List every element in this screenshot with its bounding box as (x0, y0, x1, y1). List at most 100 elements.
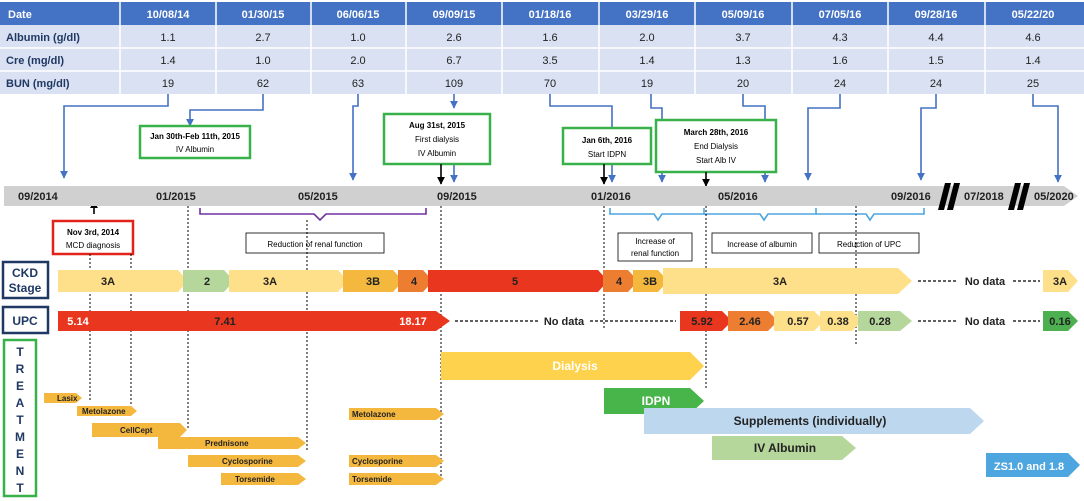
svg-text:IV Albumin: IV Albumin (176, 145, 214, 154)
svg-text:0.38: 0.38 (827, 316, 848, 328)
table-row-labels: Albumin (g/dl)Cre (mg/dl)BUN (mg/dl) (6, 32, 80, 90)
table-cell: 24 (930, 78, 942, 90)
tick-05-2016: 05/2016 (718, 191, 758, 203)
treatment-label-letter: E (16, 379, 24, 393)
table-cell: 3.5 (542, 55, 557, 67)
treatment-label-letter: T (16, 481, 24, 495)
table-cell: 2.0 (639, 32, 654, 44)
svg-text:4: 4 (411, 276, 418, 288)
svg-text:Aug 31st, 2015: Aug 31st, 2015 (409, 121, 466, 130)
connector-07-05-16 (804, 94, 841, 181)
table-date-header: 05/09/16 (722, 9, 765, 21)
table-cell: 20 (737, 78, 749, 90)
table-cell: 1.0 (255, 55, 270, 67)
svg-text:IDPN: IDPN (642, 394, 671, 408)
table-row-label: Albumin (g/dl) (6, 32, 80, 44)
ckd-seg-3a-3 (663, 268, 912, 294)
svg-text:Metolazone: Metolazone (82, 407, 126, 416)
event-box-start-idpn: Jan 6th, 2016 Start IDPN (561, 126, 653, 166)
svg-text:2.46: 2.46 (739, 316, 760, 328)
svg-text:Start IDPN: Start IDPN (588, 150, 626, 159)
ckd-seg-4-2 (603, 270, 638, 292)
event-box-iv-albumin-2015: Jan 30th-Feb 11th, 2015 IV Albumin (138, 124, 252, 160)
table-date-header: 06/06/15 (337, 9, 380, 21)
table-row-label: BUN (mg/dl) (6, 78, 70, 90)
table-cell: 1.4 (639, 55, 654, 67)
upc-seg-red (58, 311, 450, 331)
connector-05-22-20 (1032, 94, 1062, 183)
bar-zs (986, 453, 1080, 477)
ckd-seg-2 (183, 270, 234, 292)
bar-metolazone-2 (349, 408, 444, 420)
table-header-date-label: Date (8, 9, 32, 21)
svg-text:5.92: 5.92 (691, 316, 712, 328)
bar-lasix (44, 393, 82, 403)
label-reduction-upc: Reduction of UPC (837, 240, 901, 249)
svg-text:5: 5 (512, 276, 518, 288)
event-box-end-dialysis: March 28th, 2016 End Dialysis Start Alb … (654, 118, 778, 174)
svg-text:IV Albumin: IV Albumin (418, 149, 456, 158)
treatment-label-letter: M (15, 430, 25, 444)
table-cell: 63 (352, 78, 364, 90)
table-cell: 2.7 (255, 32, 270, 44)
svg-text:Torsemide: Torsemide (352, 475, 392, 484)
bar-supplements (644, 408, 984, 434)
table-date-header: 03/29/16 (626, 9, 669, 21)
treatment-label-letter: T (16, 345, 24, 359)
treatment-label-box (2, 338, 38, 498)
upc-seg-0-28 (858, 311, 912, 331)
bracket-reduction-upc (816, 208, 925, 222)
timeline-axis: 09/2014 01/2015 05/2015 09/2015 01/2016 … (4, 183, 1078, 210)
table-cell: 4.3 (832, 32, 847, 44)
table-date-header: 09/09/15 (433, 9, 476, 21)
svg-text:Jan 30th-Feb 11th, 2015: Jan 30th-Feb 11th, 2015 (150, 132, 240, 141)
svg-text:Dialysis: Dialysis (552, 359, 598, 373)
event-box-first-dialysis: Aug 31st, 2015 First dialysis IV Albumin (382, 112, 492, 166)
table-cell: 109 (445, 78, 463, 90)
svg-text:IV Albumin: IV Albumin (754, 441, 816, 455)
table-cell: 4.4 (928, 32, 943, 44)
bar-torsemide-1 (221, 473, 306, 485)
bar-idpn (604, 388, 704, 414)
tick-09-2015: 09/2015 (437, 191, 477, 203)
table-body (0, 25, 1084, 94)
svg-text:Supplements (individually): Supplements (individually) (734, 414, 887, 428)
bracket-reduction-renal (199, 208, 427, 222)
svg-text:3B: 3B (643, 276, 657, 288)
treatment-label-letter: R (16, 362, 25, 376)
upc-row: UPC 5.14 7.41 18.17 No data 5.92 2.46 0.… (1, 305, 1078, 335)
event-box-mcd-diagnosis: Nov 3rd, 2014 MCD diagnosis (51, 219, 135, 256)
upc-seg-0-16 (1043, 311, 1078, 331)
table-cell: 19 (162, 78, 174, 90)
bar-prednisone (158, 437, 306, 449)
bar-torsemide-2 (349, 473, 444, 485)
treatment-label-letter: A (16, 396, 25, 410)
svg-text:3A: 3A (101, 276, 115, 288)
svg-text:3A: 3A (263, 276, 277, 288)
table-date-header: 10/08/14 (147, 9, 191, 21)
label-increase-renal-2: renal function (631, 249, 679, 258)
table-date-header: 05/22/20 (1012, 9, 1055, 21)
table-cell: 1.0 (350, 32, 365, 44)
svg-text:Start Alb IV: Start Alb IV (696, 156, 737, 165)
svg-text:4: 4 (616, 276, 623, 288)
svg-text:0.28: 0.28 (869, 316, 890, 328)
upc-seg-0-57 (774, 311, 824, 331)
table-cell: 6.7 (446, 55, 461, 67)
svg-text:March 28th, 2016: March 28th, 2016 (684, 128, 749, 137)
table-cell: 1.4 (160, 55, 175, 67)
table-cell: 2.0 (350, 55, 365, 67)
label-increase-albumin: Increase of albumin (727, 240, 797, 249)
label-increase-renal-1: Increase of (635, 237, 675, 246)
svg-text:Jan 6th, 2016: Jan 6th, 2016 (582, 136, 633, 145)
upc-seg-5-92 (680, 311, 732, 331)
tick-09-2016: 09/2016 (891, 191, 931, 203)
event-pointers (90, 164, 710, 214)
bar-cellcept (92, 423, 187, 437)
upc-seg-2-46 (728, 311, 778, 331)
